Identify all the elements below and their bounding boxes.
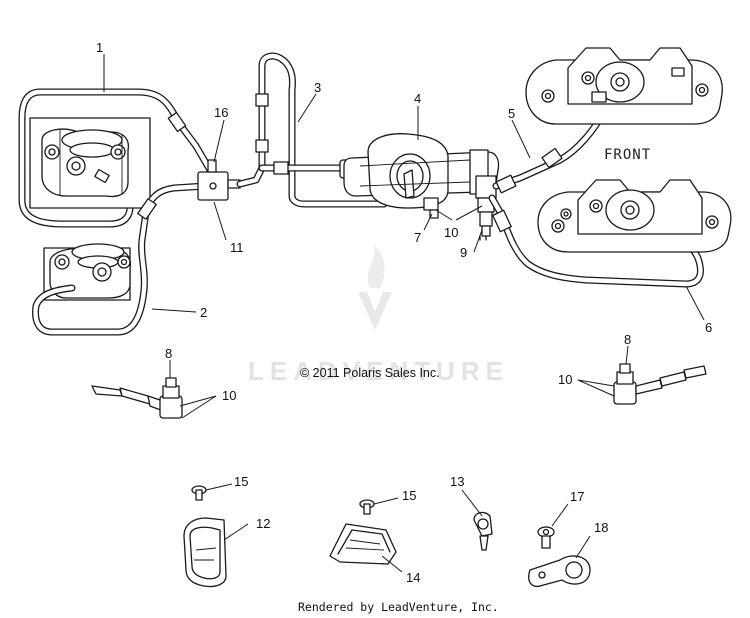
- callout-3: 3: [314, 80, 321, 95]
- left-banjo-fitting: [91, 377, 183, 419]
- callout-8-left: 8: [165, 346, 172, 361]
- front-label: FRONT: [604, 147, 651, 163]
- callout-9: 9: [460, 245, 467, 260]
- callout-6: 6: [705, 320, 712, 335]
- screw-15-right: [359, 499, 375, 515]
- screw-15-left: [191, 485, 207, 501]
- right-lower-caliper: [537, 179, 732, 253]
- leader-lines: [103, 54, 705, 573]
- callout-10-left: 10: [222, 388, 236, 403]
- callout-8-right: 8: [624, 332, 631, 347]
- callout-12: 12: [256, 516, 270, 531]
- callout-1: 1: [96, 40, 103, 55]
- callout-10-right: 10: [558, 372, 572, 387]
- callout-7: 7: [414, 230, 421, 245]
- fittings-7-9-10: [423, 197, 495, 241]
- callout-labels: 1 2 3 4 5 6 7 8 8 9 10 10 10 11 12 13 14…: [96, 40, 712, 585]
- callout-5: 5: [508, 106, 515, 121]
- rendered-by-footer: Rendered by LeadVenture, Inc.: [298, 600, 499, 614]
- callout-4: 4: [414, 91, 421, 106]
- clip-13: [473, 511, 493, 551]
- watermark-text: LEADVENTURE: [248, 356, 509, 386]
- screw-17: [537, 526, 555, 549]
- callout-15-right: 15: [402, 488, 416, 503]
- right-upper-caliper: [525, 47, 723, 125]
- copyright-notice: © 2011 Polaris Sales Inc.: [300, 366, 440, 380]
- brake-line-3: [255, 52, 388, 208]
- callout-15-left: 15: [234, 474, 248, 489]
- junction-block: [197, 159, 266, 201]
- bracket-14: [329, 523, 397, 565]
- master-cylinder: [339, 133, 500, 209]
- brake-line-6: [488, 194, 704, 288]
- callout-18: 18: [594, 520, 608, 535]
- left-upper-caliper: [29, 117, 151, 209]
- callout-10-center: 10: [444, 225, 458, 240]
- callout-16: 16: [214, 105, 228, 120]
- clip-12: [183, 517, 227, 588]
- callout-13: 13: [450, 474, 464, 489]
- right-banjo-fitting: [613, 363, 707, 405]
- watermark: LEADVENTURE: [248, 245, 509, 386]
- brake-line-2: [32, 182, 210, 336]
- callout-14: 14: [406, 570, 420, 585]
- callout-17: 17: [570, 489, 584, 504]
- p-clamp-18: [528, 555, 591, 588]
- callout-11: 11: [230, 240, 244, 255]
- callout-2: 2: [200, 305, 207, 320]
